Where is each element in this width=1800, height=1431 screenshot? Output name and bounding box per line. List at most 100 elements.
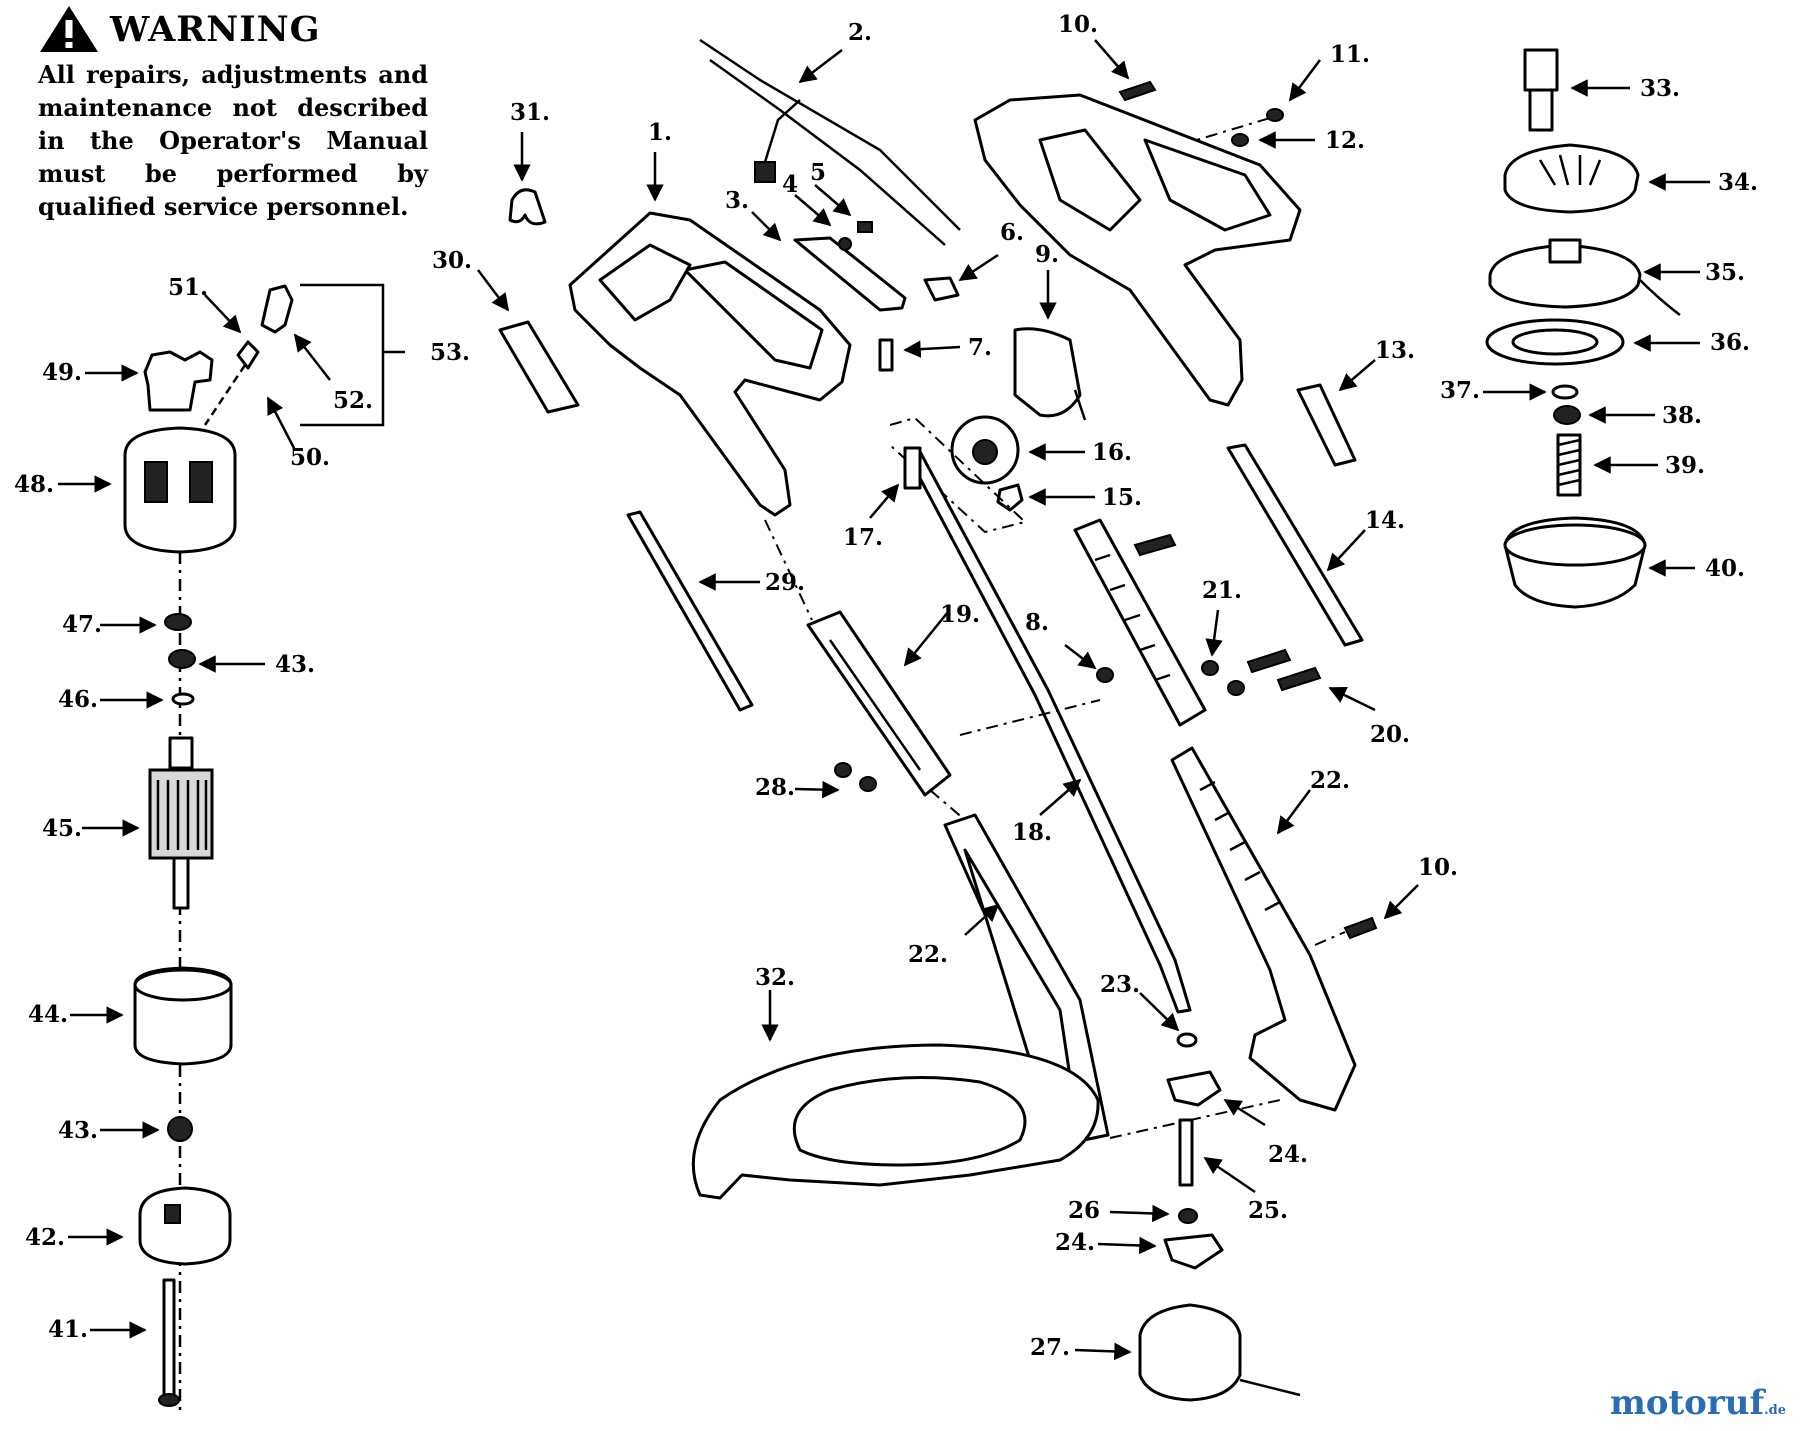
arrow-21 bbox=[1205, 609, 1223, 657]
arrow-24a bbox=[1223, 1098, 1266, 1127]
arrow-10b bbox=[1383, 884, 1419, 920]
callout-29: 29. bbox=[765, 569, 805, 596]
part-5-spring bbox=[857, 221, 873, 233]
cap-rim bbox=[1503, 523, 1647, 567]
part-6-switch-block bbox=[923, 276, 960, 302]
callout-38: 38. bbox=[1662, 402, 1702, 429]
callout-27: 27. bbox=[1030, 1334, 1070, 1361]
part-9-motor-brush bbox=[1013, 327, 1082, 418]
callout-32: 32. bbox=[755, 964, 795, 991]
upper-screw bbox=[1133, 533, 1177, 557]
part-3-switch bbox=[793, 236, 907, 312]
part-4-pin bbox=[838, 237, 852, 251]
part-7-spring bbox=[878, 338, 894, 372]
spool-hub bbox=[1548, 238, 1582, 264]
callout-47: 47. bbox=[62, 611, 102, 638]
callout-17: 17. bbox=[843, 524, 883, 551]
part-25-shaft bbox=[1178, 1118, 1194, 1187]
callout-25: 25. bbox=[1248, 1197, 1288, 1224]
callout-48: 48. bbox=[14, 471, 54, 498]
arrow-24b bbox=[1097, 1236, 1157, 1255]
callout-15: 15. bbox=[1102, 484, 1142, 511]
part-24-plate-2 bbox=[1163, 1233, 1224, 1270]
part-43-lower-bearing bbox=[167, 1116, 193, 1142]
part-12-screw bbox=[1231, 133, 1249, 147]
part-20-screw bbox=[1246, 648, 1292, 674]
callout-23: 23. bbox=[1100, 971, 1140, 998]
part-24-plate bbox=[1166, 1070, 1222, 1107]
part-48-motor-housing bbox=[123, 426, 237, 554]
sleeve-top bbox=[133, 968, 233, 1002]
axis-right bbox=[1314, 931, 1346, 946]
handle-parts bbox=[498, 38, 1378, 1402]
callout-41: 41. bbox=[48, 1316, 88, 1343]
callout-22b: 22. bbox=[1310, 767, 1350, 794]
warning-text: All repairs, adjustments and maintenance… bbox=[38, 60, 428, 221]
callout-37: 37. bbox=[1440, 377, 1480, 404]
bolt-head bbox=[158, 1393, 180, 1407]
cord-connector bbox=[754, 161, 776, 183]
part-45-armature-top bbox=[168, 736, 194, 770]
arrow-20 bbox=[1328, 686, 1376, 712]
callout-30: 30. bbox=[432, 247, 472, 274]
part-30-strip bbox=[498, 320, 580, 414]
part-47-washer bbox=[164, 613, 192, 631]
part-51-terminal bbox=[260, 284, 294, 334]
part-8-nut bbox=[1096, 667, 1114, 683]
callout-34: 34. bbox=[1718, 169, 1758, 196]
brand-name: motoruf bbox=[1609, 1383, 1765, 1423]
endcap-slot bbox=[164, 1204, 181, 1224]
part-18-drive-shaft bbox=[903, 446, 1192, 1014]
arrow-18 bbox=[1039, 778, 1082, 816]
callout-10b: 10. bbox=[1418, 854, 1458, 881]
part-27-fan bbox=[1138, 1303, 1242, 1402]
part-37-washer bbox=[1551, 384, 1579, 400]
arrow-30 bbox=[477, 269, 510, 312]
handle-right-window bbox=[1038, 128, 1142, 232]
housing-window-2 bbox=[189, 461, 213, 503]
coupler-ribs bbox=[1094, 553, 1171, 682]
callout-labels: 1. 2. 3. 4 5 6. 7. 8. 9. 10. 11. 12. 13.… bbox=[14, 11, 1758, 1361]
callout-26: 26 bbox=[1068, 1197, 1100, 1224]
bracket-53 bbox=[300, 283, 405, 427]
part-10-screw bbox=[1118, 80, 1157, 102]
part-42-end-cap bbox=[138, 1186, 232, 1266]
cord-lead bbox=[763, 99, 801, 163]
arrow-19 bbox=[903, 611, 949, 667]
part-21-nut bbox=[1201, 660, 1219, 676]
callout-24b: 24. bbox=[1055, 1229, 1095, 1256]
arrow-23 bbox=[1139, 992, 1180, 1032]
arrow-51 bbox=[204, 294, 242, 334]
callout-21: 21. bbox=[1202, 577, 1242, 604]
motor-stack bbox=[123, 284, 294, 1410]
part-49-brush-holder bbox=[143, 350, 214, 412]
callout-11: 11. bbox=[1330, 41, 1370, 68]
axis-center-2 bbox=[959, 699, 1101, 736]
ring-inner bbox=[1511, 328, 1599, 356]
handle-right-window-2 bbox=[1143, 138, 1272, 232]
callout-2: 2. bbox=[848, 19, 872, 46]
warning-triangle-icon bbox=[40, 6, 98, 52]
part-45-armature-body bbox=[148, 768, 214, 860]
callout-42: 42. bbox=[25, 1224, 65, 1251]
callout-45: 45. bbox=[42, 815, 82, 842]
part-45-armature-shaft bbox=[172, 856, 190, 910]
arrow-11 bbox=[1288, 59, 1321, 102]
axis-center-1 bbox=[764, 519, 813, 621]
callout-53: 53. bbox=[430, 339, 470, 366]
warning-title: WARNING bbox=[110, 8, 321, 50]
callout-46: 46. bbox=[58, 686, 98, 713]
part-43-bearing bbox=[168, 649, 196, 669]
part-23-washer bbox=[1176, 1032, 1198, 1048]
callout-4: 4 bbox=[782, 171, 798, 198]
part-33-bolt-shank bbox=[1528, 88, 1554, 132]
callout-49: 49. bbox=[42, 359, 82, 386]
callout-50: 50. bbox=[290, 444, 330, 471]
callout-35: 35. bbox=[1705, 259, 1745, 286]
fan-line bbox=[1239, 1378, 1301, 1397]
axis-center-3 bbox=[929, 789, 966, 821]
part-31-clip bbox=[508, 188, 547, 226]
callout-31: 31. bbox=[510, 99, 550, 126]
callout-28: 28. bbox=[755, 774, 795, 801]
